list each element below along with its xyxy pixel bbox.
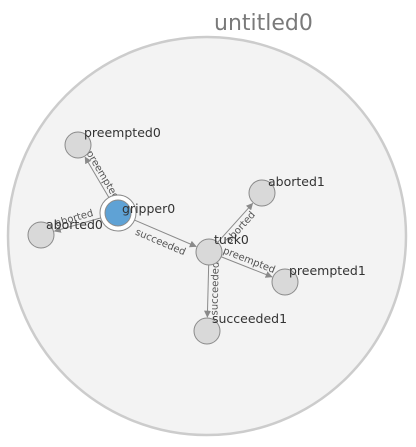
state-succeeded1[interactable]: succeeded1 bbox=[193, 311, 287, 345]
state-circle-preempted0[interactable] bbox=[64, 131, 92, 159]
state-circle-preempted1[interactable] bbox=[271, 268, 299, 296]
edge-gripper0-to-tuck0[interactable] bbox=[132, 218, 197, 248]
state-label-preempted1: preempted1 bbox=[289, 263, 366, 278]
container-group[interactable]: untitled0 bbox=[6, 11, 408, 437]
state-circle-aborted0[interactable] bbox=[27, 221, 55, 249]
state-circle-tuck0[interactable] bbox=[195, 238, 223, 266]
container-circle[interactable] bbox=[6, 35, 408, 437]
state-label-gripper0: gripper0 bbox=[122, 201, 175, 216]
edge-tuck0-to-aborted1[interactable] bbox=[217, 202, 254, 243]
edge-gripper0-to-preempted0[interactable] bbox=[84, 156, 111, 200]
state-label-aborted0: aborted0 bbox=[46, 217, 103, 232]
state-preempted0[interactable]: preempted0 bbox=[64, 125, 161, 159]
state-label-succeeded1: succeeded1 bbox=[212, 311, 287, 326]
state-gripper0[interactable]: gripper0 bbox=[99, 194, 175, 232]
edge-gripper0-to-aborted0[interactable] bbox=[53, 216, 103, 233]
state-aborted0[interactable]: aborted0 bbox=[27, 217, 103, 249]
container-title: untitled0 bbox=[214, 11, 313, 36]
state-circle-succeeded1[interactable] bbox=[193, 317, 221, 345]
state-aborted1[interactable]: aborted1 bbox=[248, 174, 325, 207]
state-label-tuck0: tuck0 bbox=[214, 232, 249, 247]
state-label-aborted1: aborted1 bbox=[268, 174, 325, 189]
state-tuck0[interactable]: tuck0 bbox=[195, 232, 249, 266]
state-circle-gripper0[interactable] bbox=[104, 199, 132, 227]
edge-label-tuck0-to-succeeded1: succeeded bbox=[209, 262, 221, 316]
nodes-layer: gripper0 preempted0 aborted0 tuck0 aborted1 p… bbox=[27, 125, 366, 345]
edge-tuck0-to-succeeded1[interactable] bbox=[204, 264, 212, 318]
state-circle-aborted1[interactable] bbox=[248, 179, 276, 207]
state-label-preempted0: preempted0 bbox=[84, 125, 161, 140]
edge-tuck0-to-preempted1[interactable] bbox=[220, 256, 273, 278]
state-preempted1[interactable]: preempted1 bbox=[271, 263, 366, 296]
